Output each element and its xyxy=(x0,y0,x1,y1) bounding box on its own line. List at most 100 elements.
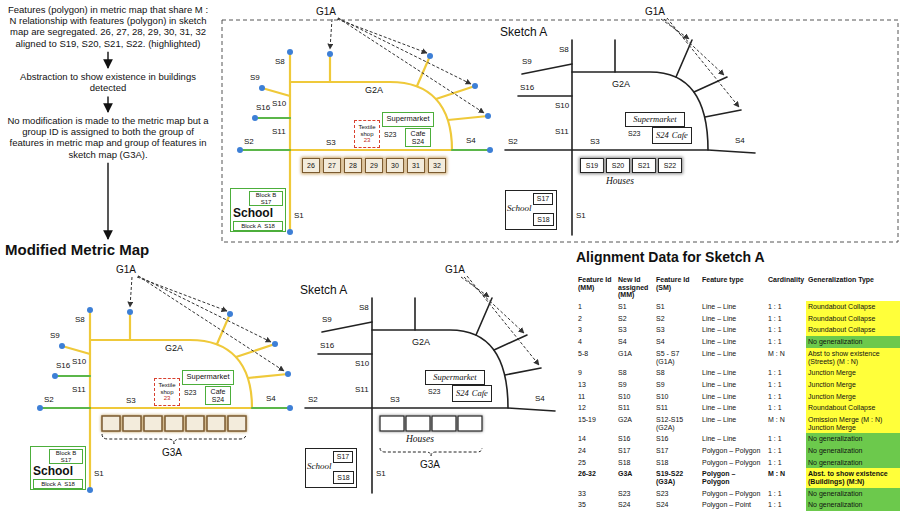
map-label: S23 xyxy=(384,131,396,139)
street xyxy=(694,77,727,92)
note-text: Features (polygon) in metric map that sh… xyxy=(4,4,212,49)
map-label: S8 xyxy=(559,46,569,55)
pointer xyxy=(337,19,427,53)
table-cell: S1 xyxy=(616,301,654,313)
map-label: S4 xyxy=(466,137,476,146)
sketch-house: S21 xyxy=(632,158,656,173)
map-label: S3 xyxy=(126,397,136,406)
table-cell: 1 : 1 xyxy=(766,488,806,500)
table-cell: Roundabout Collapse xyxy=(806,324,900,336)
map-label: S9 xyxy=(322,316,332,325)
map-label: G3A xyxy=(420,459,440,470)
table-cell: Line – Line xyxy=(700,433,766,445)
dashed-frame xyxy=(222,20,898,242)
table-cell: S2 xyxy=(616,313,654,325)
node-text: Cafe xyxy=(411,130,426,138)
table-cell: Line – Line xyxy=(700,313,766,325)
street xyxy=(289,150,291,232)
table-cell: Junction Merge xyxy=(806,391,900,403)
table-cell: Line – Line xyxy=(700,379,766,391)
map-label: S23 xyxy=(184,389,196,397)
flow-arrow xyxy=(107,96,108,112)
flow-arrow xyxy=(107,52,108,68)
group-brace xyxy=(102,434,246,444)
sketch-house: S19 xyxy=(580,158,604,173)
table-cell: S23 xyxy=(616,488,654,500)
sketch-building: S24Cafe xyxy=(452,385,492,402)
table-cell: S16 xyxy=(616,433,654,445)
node-text: 31 xyxy=(412,162,420,170)
node-text: School xyxy=(307,462,332,472)
sketch-house xyxy=(380,416,404,431)
street xyxy=(255,117,290,119)
map-label: S8 xyxy=(359,304,369,313)
node-text: S20 xyxy=(612,162,624,170)
table-cell: M : N xyxy=(766,468,806,487)
map-label: S2 xyxy=(308,396,318,405)
map-label: G2A xyxy=(612,80,630,90)
house-box: 28 xyxy=(344,158,362,173)
map-label: S2 xyxy=(44,396,54,405)
map-label: S3 xyxy=(390,396,400,405)
map-label: S11 xyxy=(355,386,369,395)
node-text: S18 xyxy=(264,223,275,230)
table-cell: G3A xyxy=(616,468,654,487)
node-text: Supermarket xyxy=(187,373,230,381)
table-cell: S11 xyxy=(616,402,654,414)
house xyxy=(102,416,120,431)
node-text: S24 xyxy=(656,131,669,140)
street xyxy=(572,72,708,150)
table-cell: 14 xyxy=(576,433,616,445)
node-text: S22 xyxy=(664,162,676,170)
table-cell: G1A xyxy=(616,348,654,367)
map-label: S2 xyxy=(244,138,254,147)
map-label: Houses xyxy=(606,176,634,186)
sketch-house: S20 xyxy=(606,158,630,173)
street xyxy=(448,116,488,120)
map-label: S8 xyxy=(75,316,85,325)
pointer xyxy=(338,18,471,84)
table-title: Alignment Data for Sketch A xyxy=(576,250,765,265)
pointer xyxy=(338,18,484,113)
map-label: S11 xyxy=(72,386,86,395)
house-box: 31 xyxy=(407,158,425,173)
map-label: S1 xyxy=(576,212,586,221)
metric-map xyxy=(237,18,493,235)
table-cell: 1 : 1 xyxy=(766,402,806,414)
node-text: S17 xyxy=(261,199,272,206)
table-cell: No generalization xyxy=(806,445,900,457)
node-text: Cafe xyxy=(211,388,226,396)
pointer xyxy=(661,19,689,39)
map-label: S23 xyxy=(628,130,640,138)
shop-box: Textile shop23 xyxy=(354,120,380,148)
table-cell: 1 : 1 xyxy=(766,445,806,457)
table-cell: No generalization xyxy=(806,433,900,445)
table-cell: M : N xyxy=(766,414,806,433)
table-cell: 1 : 1 xyxy=(766,499,806,511)
table-header: New Id assigned (MM) xyxy=(616,274,654,301)
node-text: 28 xyxy=(349,162,357,170)
table-cell: Roundabout Collapse xyxy=(806,301,900,313)
table-cell: 26-32 xyxy=(576,468,616,487)
node-text: 23 xyxy=(364,137,371,144)
street xyxy=(262,88,290,96)
table-cell: 35 xyxy=(576,499,616,511)
table-cell: S8 xyxy=(616,367,654,379)
end-dot xyxy=(487,147,493,153)
end-dot xyxy=(327,51,333,57)
table-cell: 3 xyxy=(576,324,616,336)
table-cell: Omission Merge (M : N) Junction Merge xyxy=(806,414,900,433)
house-box: 32 xyxy=(428,158,446,173)
end-dot xyxy=(427,53,433,59)
table-cell: Line – Line xyxy=(700,414,766,433)
table-cell: S9 xyxy=(616,379,654,391)
map-label: S10 xyxy=(555,102,569,111)
map-label: Sketch A xyxy=(500,26,547,39)
map-label: G1A xyxy=(316,6,336,17)
building-box: Block BS17 xyxy=(249,191,283,206)
map-label: S3 xyxy=(326,139,336,148)
metric-map-copy xyxy=(37,276,293,493)
end-dot xyxy=(472,83,478,89)
end-dot xyxy=(237,147,243,153)
table-cell: 1 : 1 xyxy=(766,367,806,379)
